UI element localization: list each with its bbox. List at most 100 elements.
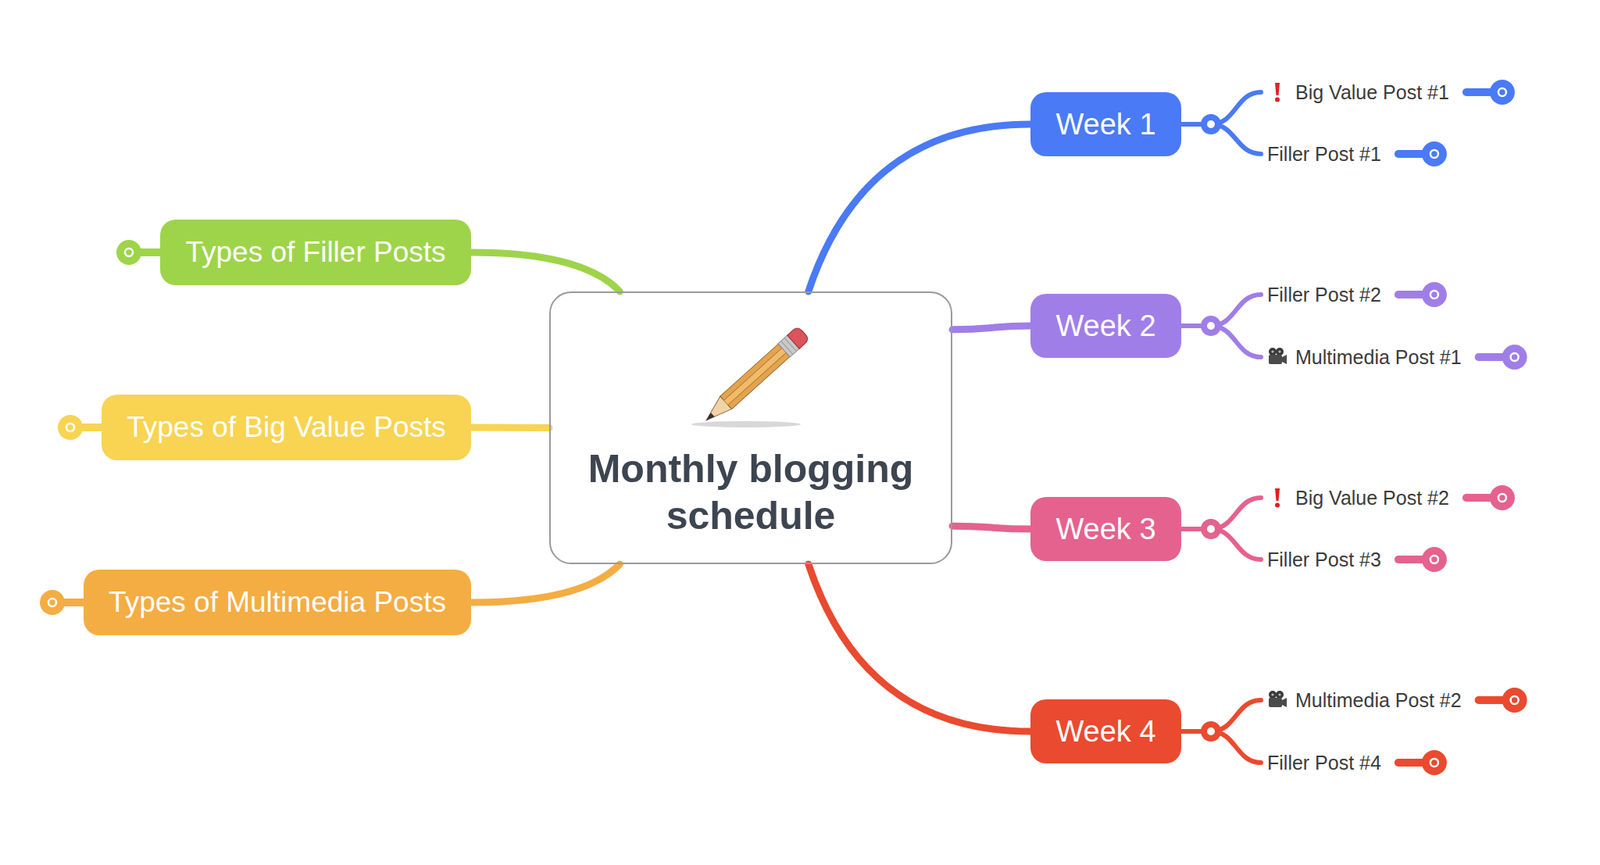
collapse-dot xyxy=(1489,485,1515,511)
branch-connector xyxy=(1181,124,1261,154)
node-text: Multimedia Post #1 xyxy=(1295,346,1462,369)
node-text: Filler Post #2 xyxy=(1267,283,1382,307)
camera-reel xyxy=(1268,347,1277,356)
collapse-dot-ring xyxy=(1498,493,1507,502)
collapse-dot-ring xyxy=(48,598,57,607)
camera-hub xyxy=(1278,692,1281,696)
collapse-dot xyxy=(1421,141,1447,167)
collapse-dot-ring xyxy=(1430,555,1439,564)
collapse-dot-ring xyxy=(125,248,133,257)
exclamation-dot xyxy=(1275,97,1280,103)
collapse-dot-ring xyxy=(66,423,75,432)
node-text: Week 3 xyxy=(1055,512,1156,547)
movie-camera-icon xyxy=(1267,689,1288,711)
fork-knot xyxy=(1200,315,1222,336)
node-text: Types of Multimedia Posts xyxy=(108,585,447,619)
pencil-shadow xyxy=(691,421,801,428)
node-text: Big Value Post #1 xyxy=(1295,81,1450,104)
branch-connector xyxy=(471,564,620,603)
topic-box: Types of Big Value Posts xyxy=(101,394,472,461)
node-text: Week 1 xyxy=(1055,107,1156,142)
node-text: Week 2 xyxy=(1055,309,1156,343)
subtopic-item: Filler Post #4 xyxy=(1260,751,1382,775)
branch-connector xyxy=(1181,731,1261,763)
camera-hub xyxy=(1271,350,1274,353)
week-box: Week 3 xyxy=(1030,496,1182,561)
fork-knot xyxy=(1200,518,1222,540)
week-box: Week 4 xyxy=(1030,699,1182,764)
subtopic-item: Filler Post #3 xyxy=(1260,548,1382,572)
branch-connector xyxy=(471,424,550,433)
node-text: Types of Filler Posts xyxy=(185,235,446,269)
fork-knot-center xyxy=(1207,727,1215,736)
camera-hub xyxy=(1278,350,1281,353)
collapse-dot xyxy=(1421,750,1447,775)
collapse-dot xyxy=(1502,687,1528,713)
topic-box: Types of Filler Posts xyxy=(160,219,472,286)
node-text: Filler Post #3 xyxy=(1267,548,1382,572)
exclamation-bar xyxy=(1275,82,1280,96)
collapse-dot xyxy=(1489,79,1515,105)
collapse-dot-ring xyxy=(1498,88,1507,97)
subtopic-item: Big Value Post #1 xyxy=(1260,81,1450,104)
branch-connector xyxy=(471,252,620,292)
exclamation-icon xyxy=(1267,81,1288,104)
node-text: Big Value Post #2 xyxy=(1295,486,1450,510)
branch-connector xyxy=(1181,92,1261,125)
movie-camera-icon xyxy=(1267,346,1288,368)
subtopic-item: Multimedia Post #2 xyxy=(1260,689,1462,712)
branch-connector xyxy=(1181,700,1261,732)
subtopic-item: Multimedia Post #1 xyxy=(1260,346,1462,369)
exclamation-icon xyxy=(1267,486,1288,509)
topic-box: Types of Multimedia Posts xyxy=(83,569,472,636)
branch-connector xyxy=(952,525,1031,529)
branch-connector xyxy=(1181,497,1261,529)
node-text: Monthly blogging schedule xyxy=(567,445,935,540)
central-topic: Monthly blogging schedule xyxy=(549,291,953,565)
collapse-dot xyxy=(1421,282,1447,308)
collapse-dot-ring xyxy=(1430,758,1439,767)
node-text: Filler Post #4 xyxy=(1267,751,1382,775)
camera-body xyxy=(1268,697,1283,708)
subtopic-item: Big Value Post #2 xyxy=(1260,486,1450,510)
pencil xyxy=(700,325,810,428)
fork-knot-center xyxy=(1207,120,1215,129)
collapse-dot xyxy=(1421,546,1447,572)
camera-reel xyxy=(1275,347,1284,356)
collapse-dot xyxy=(1502,344,1528,370)
collapse-dot xyxy=(39,589,65,615)
camera-lens xyxy=(1282,697,1287,708)
collapse-dot-ring xyxy=(1510,353,1519,361)
node-text: Week 4 xyxy=(1055,714,1156,749)
week-box: Week 1 xyxy=(1030,92,1182,157)
branch-connector xyxy=(1181,528,1261,560)
camera-hub xyxy=(1271,692,1274,696)
exclamation-dot xyxy=(1275,503,1280,508)
camera-reel xyxy=(1268,690,1277,699)
node-text: Types of Big Value Posts xyxy=(126,410,447,444)
node-text: Multimedia Post #2 xyxy=(1295,689,1462,712)
fork-knot xyxy=(1200,114,1222,135)
collapse-dot xyxy=(116,239,142,265)
node-text: Filler Post #1 xyxy=(1267,142,1382,166)
fork-knot-center xyxy=(1207,321,1215,330)
fork-knot-center xyxy=(1207,525,1215,533)
collapse-dot-ring xyxy=(1430,150,1439,158)
week-box: Week 2 xyxy=(1030,293,1182,358)
collapse-dot-ring xyxy=(1510,696,1519,704)
collapse-dot xyxy=(57,414,83,440)
exclamation-bar xyxy=(1275,488,1280,501)
fork-knot xyxy=(1200,721,1222,742)
subtopic-item: Filler Post #1 xyxy=(1260,142,1382,166)
branch-connector xyxy=(952,325,1031,330)
branch-connector xyxy=(808,564,1031,732)
branch-connector xyxy=(1181,325,1261,358)
branch-connector xyxy=(808,124,1031,292)
camera-body xyxy=(1268,354,1283,365)
subtopic-item: Filler Post #2 xyxy=(1260,283,1382,307)
collapse-dot-ring xyxy=(1430,290,1439,299)
branch-connector xyxy=(1181,294,1261,326)
camera-reel xyxy=(1275,690,1284,699)
camera-lens xyxy=(1282,354,1287,365)
